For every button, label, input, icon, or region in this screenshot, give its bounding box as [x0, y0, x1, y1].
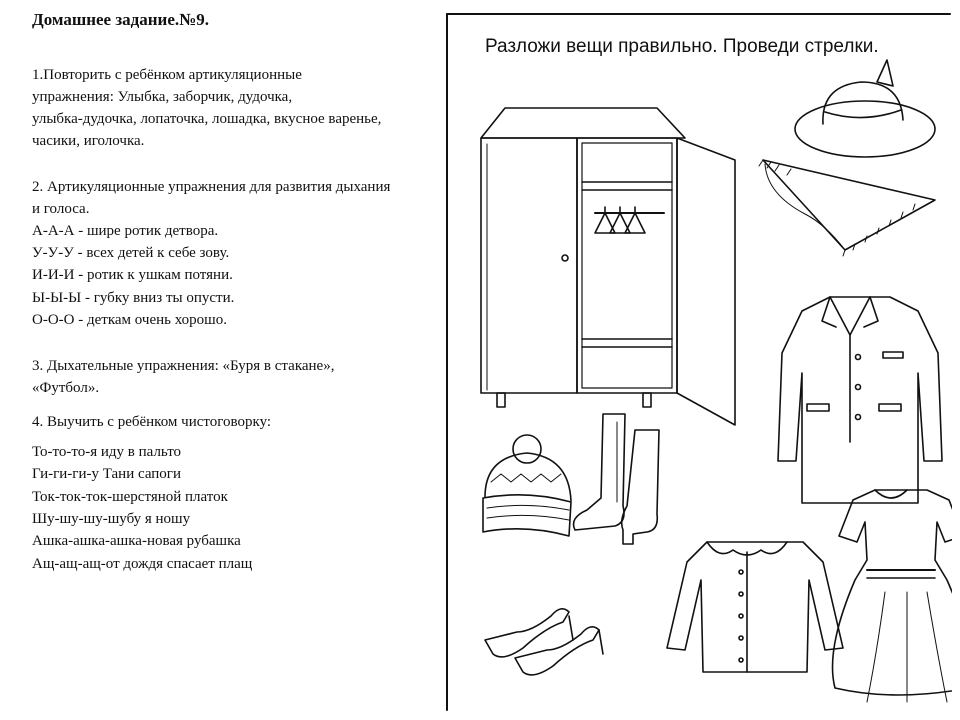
exercise-a: А-А-А - шире ротик детвора. — [32, 223, 219, 239]
dress-drawing — [831, 489, 952, 703]
tongue-twister-2: Ги-ги-ги-у Тани сапоги — [32, 466, 181, 482]
task-2-line-1: 2. Артикуляционные упражнения для развит… — [32, 179, 391, 195]
homework-title: Домашнее задание.№9. — [32, 10, 209, 29]
worksheet-illustration — [446, 13, 952, 711]
tongue-twister-1: То-то-то-я иду в пальто — [32, 444, 182, 460]
exercise-u: У-У-У - всех детей к себе зову. — [32, 245, 230, 261]
knit-hat-drawing — [482, 434, 572, 537]
shawl-drawing — [758, 159, 936, 257]
task-3-line-2: «Футбол». — [32, 380, 100, 396]
exercise-i: И-И-И - ротик к ушкам потяни. — [32, 267, 233, 283]
blouse-drawing — [666, 541, 844, 673]
task-1-line-2: упражнения: Улыбка, заборчик, дудочка, — [32, 89, 293, 105]
task-1-line-1: 1.Повторить с ребёнком артикуляционные — [32, 67, 302, 83]
boots-drawing — [572, 413, 660, 545]
hat-drawing — [794, 59, 936, 158]
task-2-line-2: и голоса. — [32, 201, 90, 217]
tongue-twister-6: Ащ-ащ-ащ-от дождя спасает плащ — [32, 556, 253, 572]
tongue-twister-4: Шу-шу-шу-шубу я ношу — [32, 511, 191, 527]
task-1-line-4: часики, иголочка. — [32, 133, 145, 149]
clothing-worksheet: Разложи вещи правильно. Проведи стрелки. — [445, 12, 952, 712]
jacket-drawing — [777, 296, 943, 504]
tongue-twister-5: Ашка-ашка-ашка-новая рубашка — [32, 533, 241, 549]
tongue-twister-3: Ток-ток-ток-шерстяной платок — [32, 489, 228, 505]
exercise-o: О-О-О - деткам очень хорошо. — [32, 312, 227, 328]
task-3-line-1: 3. Дыхательные упражнения: «Буря в стака… — [32, 358, 335, 374]
homework-text-column: Домашнее задание.№9. 1.Повторить с ребён… — [0, 0, 442, 720]
wardrobe-drawing — [480, 107, 736, 426]
task-4-heading: 4. Выучить с ребёнком чистоговорку: — [32, 414, 272, 430]
shoes-drawing — [484, 608, 604, 676]
exercise-y: Ы-Ы-Ы - губку вниз ты опусти. — [32, 290, 235, 306]
task-1-line-3: улыбка-дудочка, лопаточка, лошадка, вкус… — [32, 111, 382, 127]
worksheet-title: Разложи вещи правильно. Проведи стрелки. — [485, 36, 879, 57]
